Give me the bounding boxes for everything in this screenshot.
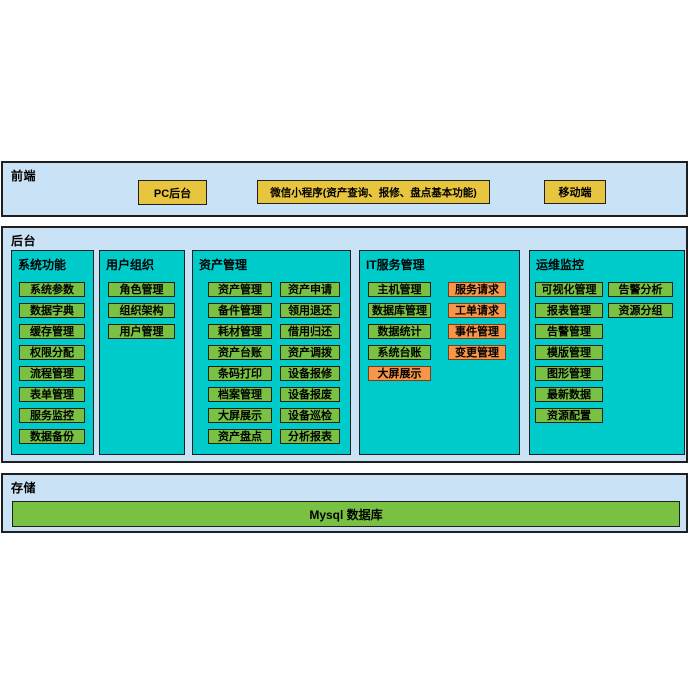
backend-column-ops-monitoring: 运维监控 可视化管理告警分析报表管理资源分组告警管理模版管理图形管理最新数据资源…	[529, 250, 685, 455]
frontend-node-mobile: 移动端	[544, 180, 606, 204]
module-box: 主机管理	[368, 282, 431, 297]
module-grid: 资产管理资产申请备件管理领用退还耗材管理借用归还资产台账资产调拨条码打印设备报修…	[208, 282, 340, 444]
backend-column-system-functions: 系统功能 系统参数数据字典缓存管理权限分配流程管理表单管理服务监控数据备份	[11, 250, 94, 455]
module-box: 告警分析	[608, 282, 673, 297]
module-box: 领用退还	[280, 303, 340, 318]
module-box: 系统台账	[368, 345, 431, 360]
module-box: 大屏展示	[208, 408, 272, 423]
backend-section-label: 后台	[11, 234, 37, 248]
storage-section-label: 存储	[11, 481, 37, 495]
module-box: 报表管理	[535, 303, 603, 318]
column-title: 用户组织	[106, 258, 155, 272]
module-box: 流程管理	[19, 366, 85, 381]
column-title: 资产管理	[199, 258, 248, 272]
module-box: 变更管理	[448, 345, 506, 360]
column-title: 系统功能	[18, 258, 67, 272]
module-box: 大屏展示	[368, 366, 431, 381]
module-box: 耗材管理	[208, 324, 272, 339]
module-box: 可视化管理	[535, 282, 603, 297]
mysql-database-bar: Mysql 数据库	[12, 501, 680, 527]
module-box: 设备报修	[280, 366, 340, 381]
module-box: 借用归还	[280, 324, 340, 339]
module-box: 事件管理	[448, 324, 506, 339]
column-title: 运维监控	[536, 258, 585, 272]
module-box: 用户管理	[108, 324, 175, 339]
module-box: 告警管理	[535, 324, 603, 339]
module-box: 数据备份	[19, 429, 85, 444]
module-box: 设备巡检	[280, 408, 340, 423]
module-box: 工单请求	[448, 303, 506, 318]
backend-column-it-service-management: IT服务管理 主机管理 服务请求数据库管理 工单请求数据统计 事件管理系统台账 变更管理…	[359, 250, 520, 455]
module-box: 档案管理	[208, 387, 272, 402]
module-box: 资源配置	[535, 408, 603, 423]
module-grid: 可视化管理告警分析报表管理资源分组告警管理模版管理图形管理最新数据资源配置	[535, 282, 673, 423]
module-box: 资产盘点	[208, 429, 272, 444]
module-box: 表单管理	[19, 387, 85, 402]
frontend-section: 前端 PC后台 微信小程序(资产查询、报修、盘点基本功能) 移动端	[1, 161, 688, 217]
storage-section: 存储 Mysql 数据库	[1, 473, 688, 533]
module-box: 服务监控	[19, 408, 85, 423]
frontend-node-pc-backend: PC后台	[138, 180, 207, 205]
module-box: 数据字典	[19, 303, 85, 318]
module-box: 备件管理	[208, 303, 272, 318]
module-grid: 主机管理 服务请求数据库管理 工单请求数据统计 事件管理系统台账 变更管理大屏展示	[368, 282, 506, 381]
module-box: 资产申请	[280, 282, 340, 297]
module-box: 权限分配	[19, 345, 85, 360]
module-box: 资产管理	[208, 282, 272, 297]
module-box: 分析报表	[280, 429, 340, 444]
column-title: IT服务管理	[366, 258, 425, 272]
module-box: 条码打印	[208, 366, 272, 381]
module-box: 缓存管理	[19, 324, 85, 339]
module-box: 资产调拨	[280, 345, 340, 360]
backend-column-user-organization: 用户组织 角色管理组织架构用户管理	[99, 250, 185, 455]
module-box: 资源分组	[608, 303, 673, 318]
backend-section: 后台 系统功能 系统参数数据字典缓存管理权限分配流程管理表单管理服务监控数据备份…	[1, 226, 688, 463]
frontend-section-label: 前端	[11, 169, 37, 183]
module-grid: 系统参数数据字典缓存管理权限分配流程管理表单管理服务监控数据备份	[19, 282, 85, 444]
module-box: 模版管理	[535, 345, 603, 360]
frontend-node-wechat-miniprogram: 微信小程序(资产查询、报修、盘点基本功能)	[257, 180, 490, 204]
module-box: 组织架构	[108, 303, 175, 318]
module-box: 数据统计	[368, 324, 431, 339]
module-box: 资产台账	[208, 345, 272, 360]
module-box: 最新数据	[535, 387, 603, 402]
module-box: 数据库管理	[368, 303, 431, 318]
module-grid: 角色管理组织架构用户管理	[108, 282, 175, 339]
module-box: 服务请求	[448, 282, 506, 297]
module-box: 图形管理	[535, 366, 603, 381]
module-box: 系统参数	[19, 282, 85, 297]
backend-column-asset-management: 资产管理 资产管理资产申请备件管理领用退还耗材管理借用归还资产台账资产调拨条码打…	[192, 250, 351, 455]
module-box: 角色管理	[108, 282, 175, 297]
module-box: 设备报废	[280, 387, 340, 402]
